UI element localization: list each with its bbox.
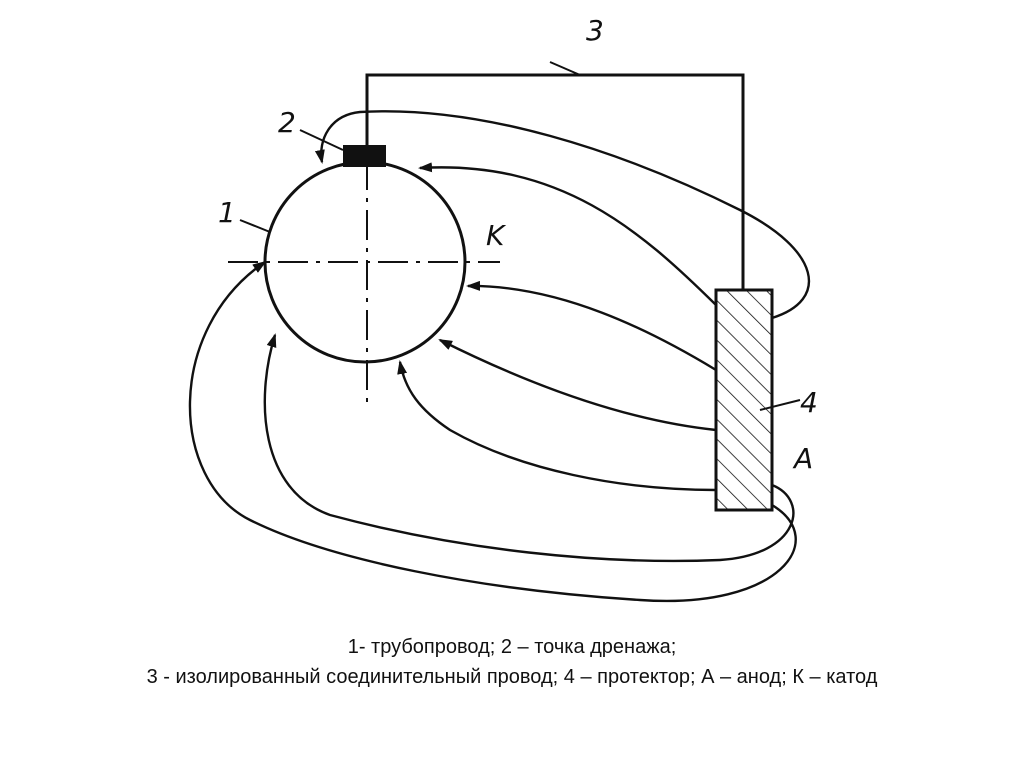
current-line xyxy=(466,280,717,372)
current-line xyxy=(263,333,795,563)
current-lines xyxy=(188,110,811,603)
drain-point xyxy=(343,145,386,167)
current-line xyxy=(188,260,797,603)
current-line xyxy=(438,338,717,432)
current-line xyxy=(314,110,811,320)
label-wire: 3 xyxy=(586,14,604,47)
leader-lines xyxy=(239,61,801,411)
label-anode: A xyxy=(792,442,813,475)
label-pipe: 1 xyxy=(218,196,236,229)
caption-line-1: 1- трубопровод; 2 – точка дренажа; xyxy=(347,636,677,658)
label-protector: 4 xyxy=(800,386,818,419)
protector-anode xyxy=(714,288,774,512)
current-line xyxy=(397,360,717,492)
label-cathode: K xyxy=(486,219,507,252)
center-lines xyxy=(228,160,500,410)
caption-line-2: 3 - изолированный соединительный провод;… xyxy=(146,666,878,688)
current-line xyxy=(418,162,717,306)
label-drain: 2 xyxy=(278,106,296,139)
